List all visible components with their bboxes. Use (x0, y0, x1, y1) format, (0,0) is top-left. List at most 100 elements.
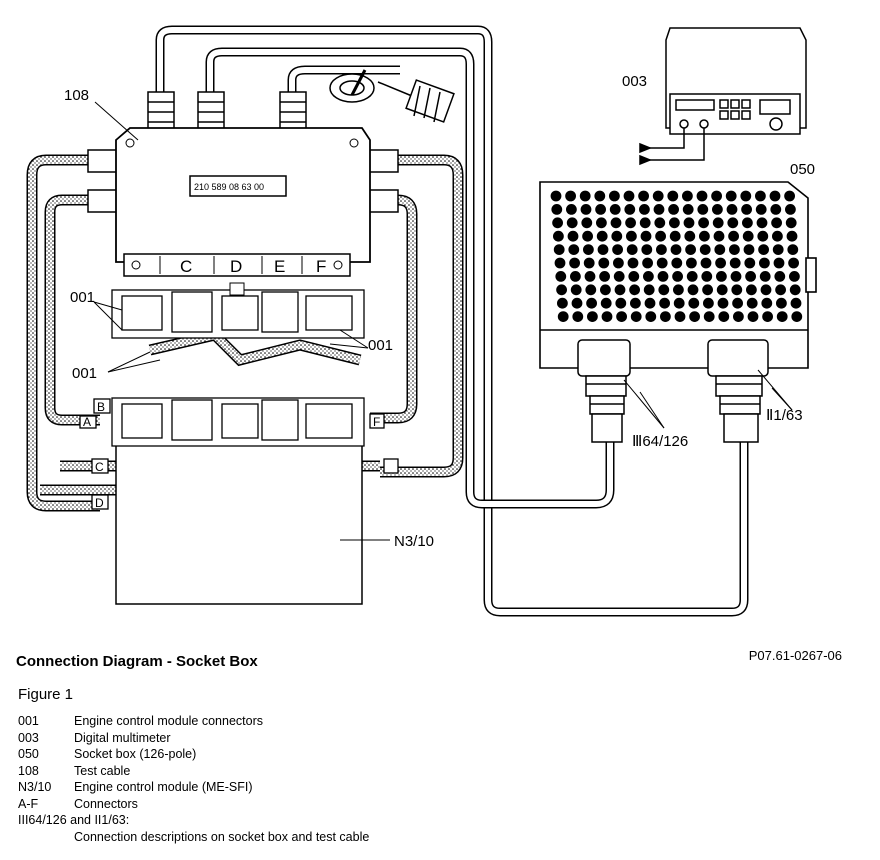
socket-hole (784, 190, 795, 202)
socket-hole (672, 270, 683, 282)
socket-hole (614, 284, 626, 296)
socket-hole (596, 217, 607, 229)
socket-hole (582, 230, 593, 242)
socket-hole (609, 190, 620, 202)
socket-connector-iii (577, 339, 631, 443)
socket-hole (638, 190, 649, 202)
socket-hole (696, 190, 708, 202)
socket-hole (643, 270, 654, 282)
socket-hole (699, 244, 711, 255)
figure-label: Figure 1 (18, 686, 74, 703)
socket-hole (659, 297, 670, 309)
socket-hole (627, 257, 639, 269)
socket-hole (600, 297, 612, 309)
connector-tags (79, 398, 399, 510)
socket-hole (670, 244, 682, 255)
conn-label-f: F (316, 257, 326, 276)
socket-hole (682, 190, 693, 202)
socket-hole (772, 230, 783, 242)
socket-hole (656, 244, 667, 255)
socket-hole (656, 257, 668, 269)
socket-hole (668, 203, 679, 215)
socket-hole (596, 230, 608, 242)
socket-hole (652, 190, 664, 202)
socket-hole (789, 284, 801, 296)
socket-hole (552, 217, 563, 229)
conn-label-d: D (230, 257, 242, 276)
socket-hole (703, 297, 714, 309)
legend-key: 050 (18, 747, 39, 761)
socket-hole (742, 230, 754, 242)
connection-diagram: 108 003 050 001 001 001 N3/10 Ⅲ64/126 Ⅱ1… (26, 25, 817, 617)
socket-hole (745, 270, 756, 282)
socket-hole (658, 284, 670, 296)
socket-hole (685, 244, 696, 255)
label-socket-ii: Ⅱ1/63 (766, 407, 803, 424)
conn-label-e: E (274, 257, 285, 276)
socket-hole (671, 257, 683, 269)
socket-hole (727, 217, 739, 229)
diagram-title: Connection Diagram - Socket Box (16, 653, 258, 670)
socket-hole (612, 244, 623, 255)
socket-hole (746, 297, 758, 309)
socket-hole (629, 284, 640, 296)
socket-hole (570, 284, 582, 296)
socket-hole (741, 203, 752, 215)
socket-hole (667, 190, 679, 202)
tag-a: A (83, 415, 91, 429)
socket-hole (770, 203, 782, 215)
socket-hole (775, 284, 786, 296)
socket-hole (760, 284, 772, 296)
socket-hole (714, 244, 726, 255)
socket-hole (587, 311, 598, 322)
socket-hole (684, 230, 696, 242)
socket-hole (669, 230, 681, 242)
socket-hole (599, 270, 610, 282)
socket-hole (600, 284, 611, 296)
socket-hole (773, 257, 785, 269)
legend-key: 108 (18, 763, 39, 778)
socket-hole (785, 203, 796, 215)
loop-plug (329, 69, 455, 123)
socket-hole (626, 230, 637, 242)
socket-hole (554, 257, 566, 269)
label-001-a: 001 (70, 289, 95, 306)
socket-hole (699, 230, 710, 242)
socket-hole (630, 297, 641, 309)
legend-text: Connectors (74, 796, 138, 811)
socket-hole (791, 311, 803, 322)
socket-hole (583, 257, 595, 269)
socket-connector-ii (707, 339, 769, 443)
socket-hole (595, 203, 606, 215)
tag-c: C (95, 460, 104, 474)
socket-hole (673, 297, 685, 309)
socket-hole (746, 284, 757, 296)
socket-hole (572, 311, 584, 322)
label-108: 108 (64, 87, 89, 104)
socket-hole (553, 244, 565, 255)
diagram-code: P07.61-0267-06 (748, 648, 842, 663)
tag-f: F (373, 415, 380, 429)
socket-hole (570, 270, 581, 282)
legend-text: Connection descriptions on socket box an… (74, 829, 370, 844)
socket-hole (725, 190, 737, 202)
socket-hole (762, 311, 773, 322)
socket-hole (586, 297, 597, 309)
socket-hole (756, 217, 768, 229)
socket-hole (643, 284, 655, 296)
legend-row: III64/126 and II1/63: (18, 812, 129, 829)
socket-hole (640, 230, 652, 242)
label-001-c: 001 (368, 337, 393, 354)
legend-text: Test cable (74, 763, 131, 778)
socket-hole (645, 311, 657, 322)
socket-hole (641, 244, 653, 255)
socket-hole (747, 311, 759, 322)
socket-hole (713, 230, 725, 242)
socket-hole (567, 230, 579, 242)
tag-d: D (95, 496, 104, 510)
socket-hole (625, 217, 636, 229)
socket-hole (597, 244, 609, 255)
socket-hole (743, 244, 755, 255)
